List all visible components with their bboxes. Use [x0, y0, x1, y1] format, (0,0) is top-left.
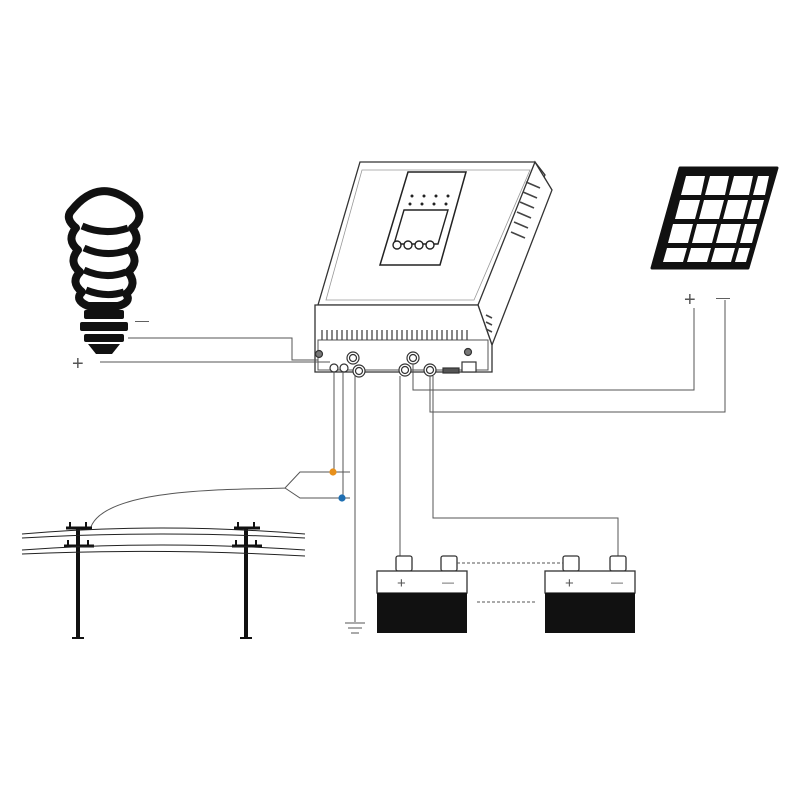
solar-positive-wire: [412, 308, 695, 391]
neutral-wire-junction: [338, 494, 346, 502]
lamp-negative-wire: [128, 337, 318, 361]
lamp-minus-label: —: [135, 312, 149, 328]
inverter-terminals: [314, 347, 477, 378]
lamp-plus-label: +: [72, 353, 84, 375]
battery2-minus-label: —: [611, 575, 623, 589]
inverter-vents-side: [485, 181, 541, 333]
grid-neutral-wire: [342, 372, 350, 499]
utility-pole-icon: [64, 522, 94, 639]
battery1-minus-label: —: [442, 575, 454, 589]
cfl-bulb-icon: [64, 187, 144, 354]
battery2-plus-label: +: [565, 575, 574, 592]
battery-negative-wire: [432, 376, 619, 557]
battery-icon: [544, 555, 636, 633]
grid-feed-cable: [89, 471, 343, 531]
inverter-buttons: [392, 240, 435, 250]
ground-symbol-icon: [345, 622, 365, 634]
battery-icon: [376, 555, 468, 633]
power-lines: [21, 527, 306, 557]
utility-pole-icon: [232, 522, 262, 639]
solar-minus-label: —: [716, 289, 730, 305]
inverter-device-icon: [314, 160, 553, 373]
grid-live-wire: [333, 372, 350, 473]
battery1-plus-label: +: [397, 575, 406, 592]
inverter-indicator-leds: [408, 194, 450, 206]
solar-negative-wire: [429, 300, 726, 413]
live-wire-junction: [329, 468, 337, 476]
solar-plus-label: +: [684, 289, 696, 311]
solar-panel-icon: [650, 166, 779, 270]
battery-interconnect: [457, 562, 563, 603]
inverter-vents-front: [321, 330, 468, 340]
wiring: [89, 300, 726, 622]
